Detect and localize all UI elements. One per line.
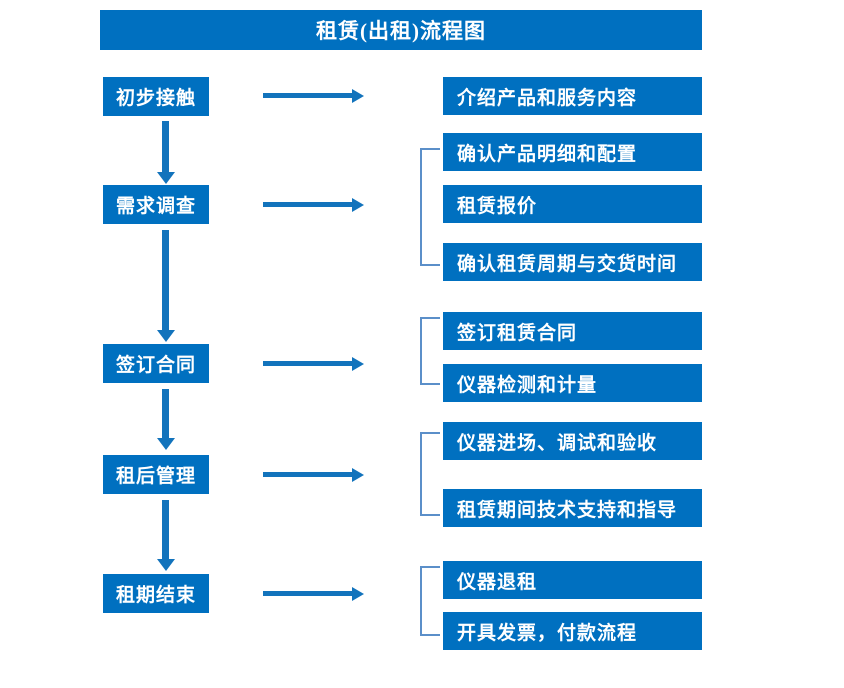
flowchart-title: 租赁(出租)流程图: [100, 10, 702, 50]
flow-arrow-right-4: [263, 472, 353, 477]
group-bracket-4: [420, 566, 440, 636]
group-bracket-2: [420, 317, 440, 385]
flow-arrow-down-3: [162, 389, 169, 439]
flow-arrow-right-1: [263, 93, 353, 98]
detail-box-6[interactable]: 仪器检测和计量: [443, 364, 702, 402]
group-bracket-3: [420, 432, 440, 516]
flow-arrow-right-2: [263, 202, 353, 207]
detail-box-10[interactable]: 开具发票，付款流程: [443, 612, 702, 650]
stage-box-5[interactable]: 租期结束: [103, 574, 209, 613]
stage-box-4[interactable]: 租后管理: [103, 455, 209, 494]
flow-arrow-down-2: [162, 230, 169, 331]
detail-box-3[interactable]: 租赁报价: [443, 185, 702, 223]
detail-box-8[interactable]: 租赁期间技术支持和指导: [443, 489, 702, 527]
detail-box-7[interactable]: 仪器进场、调试和验收: [443, 422, 702, 460]
flow-arrow-right-5: [263, 591, 353, 596]
flow-arrow-down-1: [162, 121, 169, 173]
flow-arrow-right-3: [263, 361, 353, 366]
stage-box-1[interactable]: 初步接触: [103, 77, 209, 116]
flow-arrow-down-4: [162, 500, 169, 560]
detail-box-1[interactable]: 介绍产品和服务内容: [443, 77, 702, 115]
detail-box-9[interactable]: 仪器退租: [443, 561, 702, 599]
detail-box-4[interactable]: 确认租赁周期与交货时间: [443, 243, 702, 281]
detail-box-5[interactable]: 签订租赁合同: [443, 312, 702, 350]
stage-box-3[interactable]: 签订合同: [103, 344, 209, 383]
detail-box-2[interactable]: 确认产品明细和配置: [443, 133, 702, 171]
group-bracket-1: [420, 148, 440, 266]
stage-box-2[interactable]: 需求调查: [103, 185, 209, 224]
